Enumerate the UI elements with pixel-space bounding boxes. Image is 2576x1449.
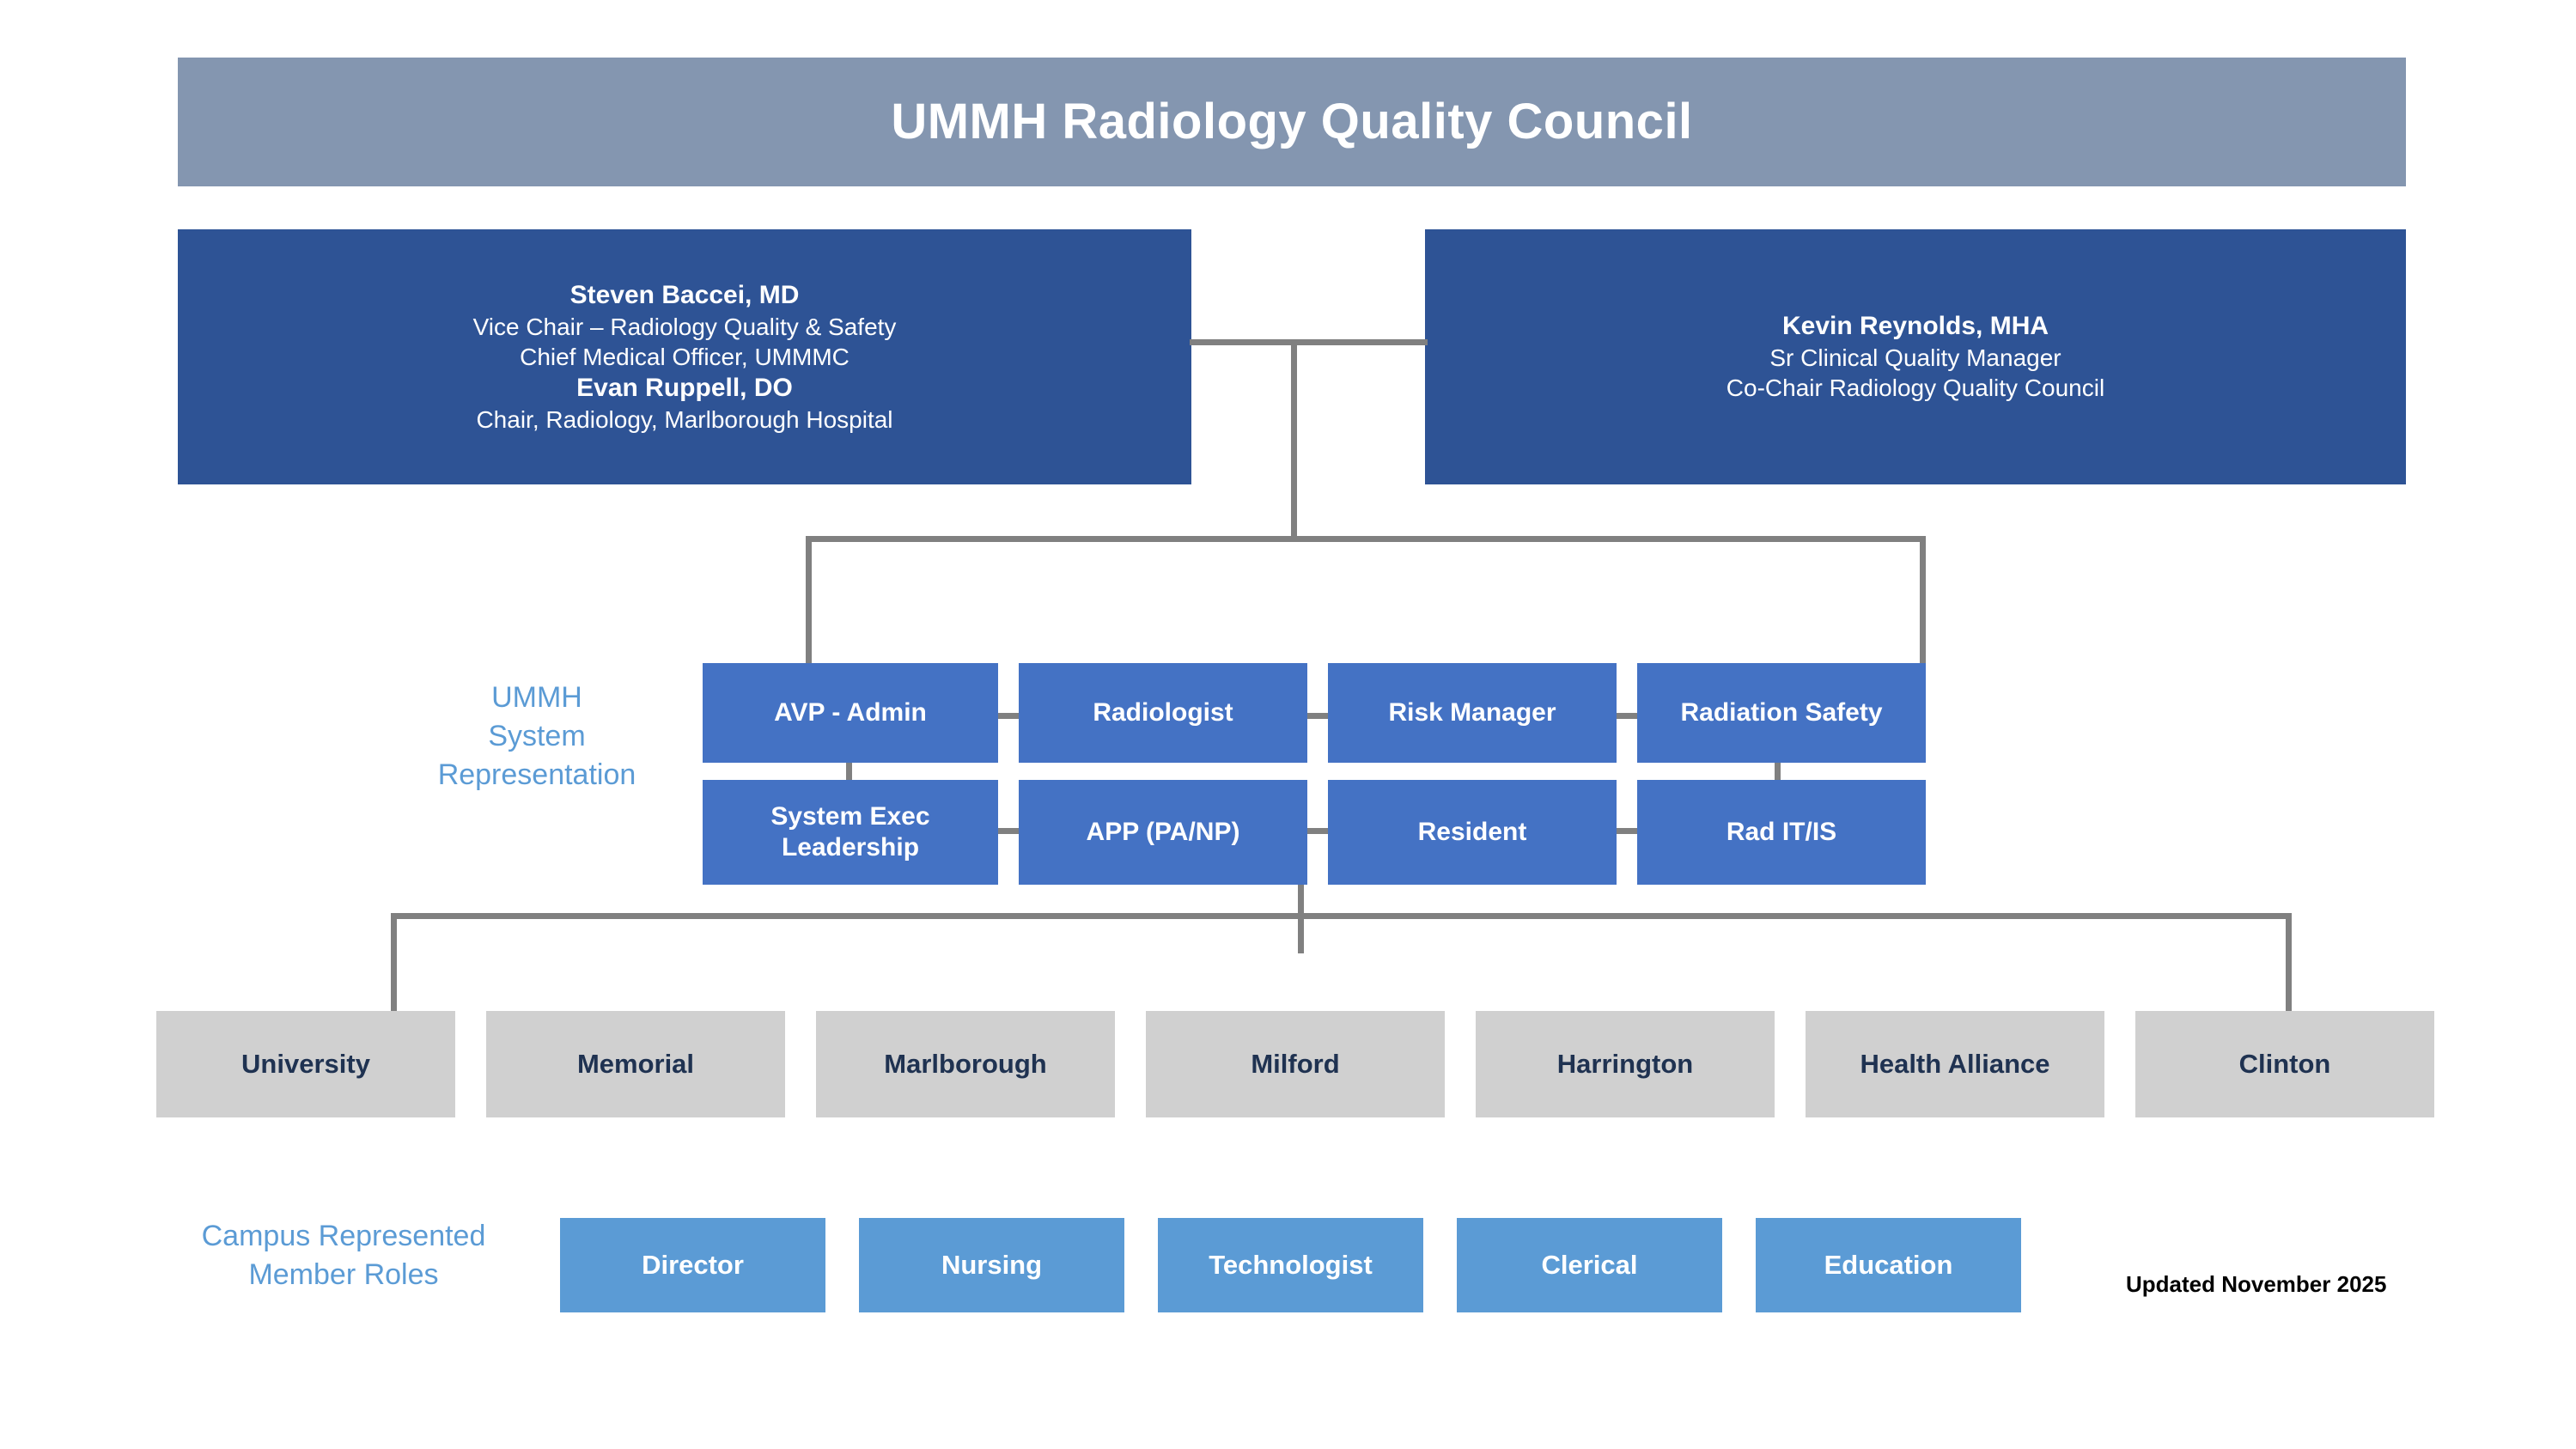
role-box-technologist[interactable]: Technologist (1158, 1218, 1423, 1312)
system-box-rad-it-is[interactable]: Rad IT/IS (1637, 780, 1926, 885)
leader-name-baccei: Steven Baccei, MD (569, 280, 800, 309)
connector-row1-radiologist-risk (1307, 713, 1328, 719)
leader-role-reynolds-2: Co-Chair Radiology Quality Council (1726, 374, 2105, 402)
connector-row1-avp-radiologist (998, 713, 1019, 719)
leader-role-baccei-2: Chief Medical Officer, UMMMC (520, 343, 850, 370)
role-box-director[interactable]: Director (560, 1218, 825, 1312)
system-box-avp-admin[interactable]: AVP - Admin (703, 663, 998, 763)
system-representation-label-line1: UMMH (491, 681, 582, 714)
connector-leadership-drop (1291, 339, 1297, 539)
campus-box-health-alliance[interactable]: Health Alliance (1806, 1011, 2104, 1117)
connector-campus-bus-left-leg (391, 913, 397, 1014)
system-box-app-pa-np[interactable]: APP (PA/NP) (1019, 780, 1307, 885)
role-box-clerical[interactable]: Clerical (1457, 1218, 1722, 1312)
member-roles-label: Campus Represented Member Roles (146, 1217, 541, 1294)
page-title: UMMH Radiology Quality Council (891, 94, 1693, 150)
system-box-risk-manager[interactable]: Risk Manager (1328, 663, 1617, 763)
leader-role-baccei-1: Vice Chair – Radiology Quality & Safety (472, 313, 897, 340)
connector-campus-bus-right-leg (2286, 913, 2292, 1014)
connector-row2-resident-radit (1617, 828, 1637, 834)
system-representation-label-line2: System (488, 720, 586, 753)
connector-radiation-to-radit (1775, 763, 1781, 782)
campus-box-marlborough[interactable]: Marlborough (816, 1011, 1115, 1117)
connector-system-bus-left-leg (806, 536, 812, 667)
connector-row2-sysexec-app (998, 828, 1019, 834)
system-representation-label-line3: Representation (437, 758, 636, 792)
connector-campus-drop (1298, 885, 1304, 953)
leader-role-reynolds-1: Sr Clinical Quality Manager (1769, 344, 2061, 372)
system-box-system-exec-leadership[interactable]: System Exec Leadership (703, 780, 998, 885)
role-box-nursing[interactable]: Nursing (859, 1218, 1124, 1312)
system-representation-label: UMMH System Representation (391, 679, 683, 795)
member-roles-label-line1: Campus Represented (201, 1220, 486, 1252)
leadership-box-right: Kevin Reynolds, MHA Sr Clinical Quality … (1425, 229, 2406, 484)
connector-avp-to-sysexec (846, 763, 852, 782)
system-box-radiation-safety[interactable]: Radiation Safety (1637, 663, 1926, 763)
connector-row2-app-resident (1307, 828, 1328, 834)
system-box-resident[interactable]: Resident (1328, 780, 1617, 885)
campus-box-milford[interactable]: Milford (1146, 1011, 1445, 1117)
campus-box-clinton[interactable]: Clinton (2135, 1011, 2434, 1117)
connector-system-bus (806, 536, 1926, 542)
member-roles-label-line2: Member Roles (248, 1258, 439, 1292)
connector-campus-bus (391, 913, 2292, 919)
leadership-box-left: Steven Baccei, MD Vice Chair – Radiology… (178, 229, 1191, 484)
leader-name-ruppell: Evan Ruppell, DO (576, 374, 793, 403)
role-box-education[interactable]: Education (1756, 1218, 2021, 1312)
leader-role-ruppell-1: Chair, Radiology, Marlborough Hospital (476, 405, 893, 433)
system-box-radiologist[interactable]: Radiologist (1019, 663, 1307, 763)
updated-note: Updated November 2025 (2126, 1271, 2387, 1297)
connector-row1-risk-radiation (1617, 713, 1637, 719)
connector-system-bus-right-leg (1920, 536, 1926, 667)
header-banner: UMMH Radiology Quality Council (178, 58, 2406, 186)
campus-box-university[interactable]: University (156, 1011, 455, 1117)
leader-name-reynolds: Kevin Reynolds, MHA (1781, 312, 2049, 341)
campus-box-harrington[interactable]: Harrington (1476, 1011, 1775, 1117)
campus-box-memorial[interactable]: Memorial (486, 1011, 785, 1117)
connector-leadership-horizontal (1190, 339, 1428, 345)
